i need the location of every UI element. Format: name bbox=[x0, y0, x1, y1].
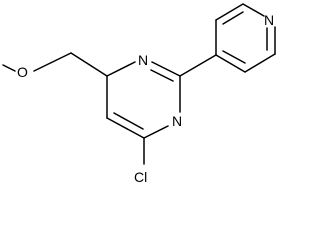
bond-methyl-oxygen bbox=[2, 64, 16, 72]
atom-label-ring-nitrogen-2: N bbox=[172, 113, 182, 129]
bond-pyr-c5-c4-inner bbox=[222, 50, 246, 64]
structure-drawing: O N N N Cl bbox=[2, 3, 276, 185]
bond-pyr-c2-n bbox=[242, 3, 265, 17]
bond-pyr-c3-c2 bbox=[215, 3, 244, 21]
bond-pyr-c6-c5 bbox=[244, 53, 276, 73]
atom-label-chlorine: Cl bbox=[134, 169, 147, 185]
bond-pyrimidine-pyridine bbox=[179, 54, 217, 77]
atom-label-oxygen: O bbox=[17, 64, 28, 80]
bond-c4-n3 bbox=[106, 61, 136, 77]
bond-methylene-ring bbox=[70, 52, 108, 77]
bond-pyr-c5-c4 bbox=[215, 54, 246, 73]
bond-oxygen-methylene bbox=[33, 52, 72, 72]
atom-label-pyridine-nitrogen: N bbox=[264, 12, 274, 28]
bond-pyr-c3-c2-inner bbox=[222, 11, 244, 25]
methoxymethyl-group bbox=[2, 52, 108, 77]
atom-label-ring-nitrogen-1: N bbox=[138, 52, 148, 68]
pyridine-ring bbox=[215, 3, 276, 73]
bond-n1-c6 bbox=[143, 125, 169, 139]
bond-c6-c5 bbox=[106, 117, 145, 139]
bond-n3-c2 bbox=[151, 61, 181, 77]
pyrimidine-ring bbox=[106, 61, 181, 139]
bond-n3-c2-inner bbox=[150, 69, 174, 82]
structure-canvas: O N N N Cl bbox=[2, 3, 276, 185]
bond-c6-c5-inner bbox=[113, 112, 144, 130]
